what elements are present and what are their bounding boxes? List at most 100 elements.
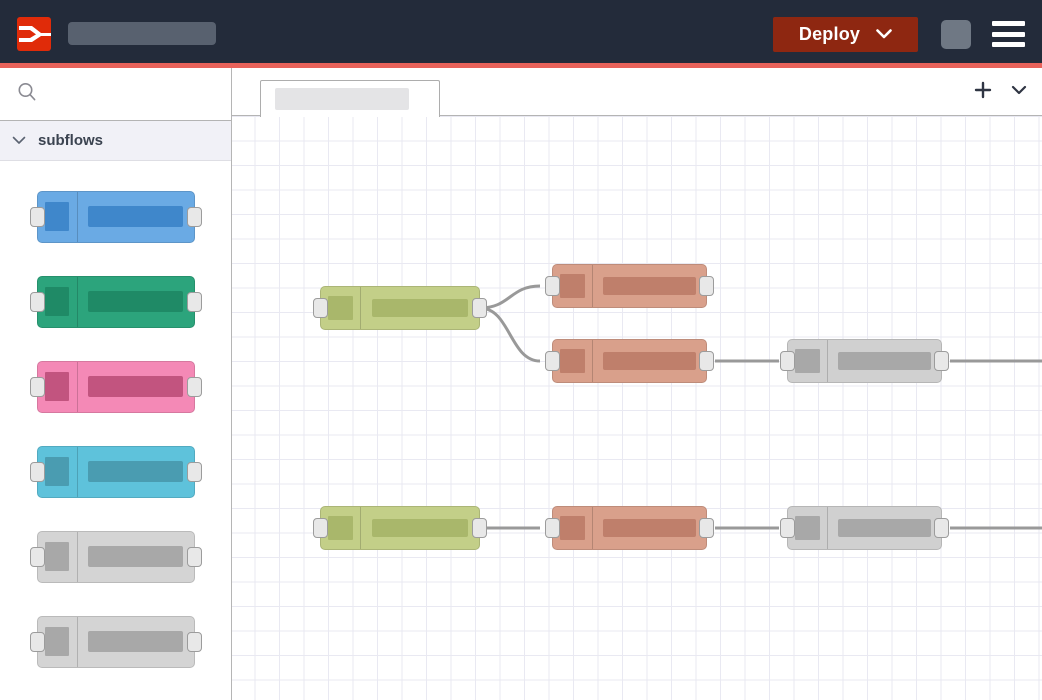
header-accent-line	[0, 63, 1042, 68]
node-output-port[interactable]	[934, 351, 949, 371]
canvas-node-green-bot[interactable]	[313, 506, 487, 550]
flow-canvas[interactable]	[232, 116, 1042, 700]
node-label	[87, 461, 184, 482]
palette-item[interactable]	[0, 259, 231, 344]
app-header: Deploy	[0, 0, 1042, 63]
node-input-port[interactable]	[29, 631, 45, 652]
palette-item[interactable]	[0, 174, 231, 259]
palette-node-list	[0, 161, 231, 684]
node-label	[87, 376, 184, 397]
wire-green-to-salmon-top[interactable]	[479, 284, 541, 310]
workspace	[232, 68, 1042, 700]
node-input-port[interactable]	[29, 206, 45, 227]
chevron-down-icon[interactable]	[1010, 83, 1028, 101]
node-input-port[interactable]	[545, 351, 560, 371]
node-label	[87, 546, 184, 567]
node-label	[87, 206, 184, 227]
canvas-node-salmon-top[interactable]	[545, 264, 714, 308]
node-body	[828, 340, 941, 382]
plus-icon[interactable]	[974, 81, 992, 104]
node-icon-cell	[553, 340, 593, 382]
node-icon-cell	[38, 446, 78, 497]
app-title-placeholder	[68, 22, 216, 45]
canvas-node-gray-bot[interactable]	[780, 506, 949, 550]
palette-item[interactable]	[0, 429, 231, 514]
palette-category-subflows[interactable]: subflows	[0, 121, 231, 161]
node-icon-cell	[321, 287, 361, 329]
flow-tab-active[interactable]	[260, 80, 440, 117]
node-input-port[interactable]	[545, 276, 560, 296]
node-input-port[interactable]	[780, 518, 795, 538]
palette-search-row[interactable]	[0, 68, 231, 121]
node-input-port[interactable]	[29, 376, 45, 397]
chevron-down-icon	[876, 26, 892, 44]
node-output-port[interactable]	[186, 546, 202, 567]
tab-bar-actions	[974, 68, 1028, 116]
node-body	[78, 447, 194, 497]
node-body	[78, 532, 194, 582]
node-type-icon	[44, 457, 70, 486]
node-label	[603, 519, 696, 537]
node-output-port[interactable]	[472, 518, 487, 538]
palette-node-1[interactable]	[29, 190, 202, 243]
node-type-icon	[795, 515, 820, 541]
node-input-port[interactable]	[313, 298, 328, 318]
palette-item[interactable]	[0, 344, 231, 429]
palette-item[interactable]	[0, 514, 231, 599]
palette-node-5[interactable]	[29, 530, 202, 583]
node-type-icon	[560, 273, 585, 299]
node-output-port[interactable]	[699, 276, 714, 296]
canvas-node-salmon-bot[interactable]	[545, 506, 714, 550]
node-input-port[interactable]	[29, 291, 45, 312]
deploy-button[interactable]: Deploy	[773, 17, 918, 52]
node-output-port[interactable]	[934, 518, 949, 538]
node-body	[78, 277, 194, 327]
node-icon-cell	[38, 361, 78, 412]
node-output-port[interactable]	[186, 376, 202, 397]
node-type-icon	[44, 542, 70, 571]
palette-node-6[interactable]	[29, 615, 202, 668]
node-output-port[interactable]	[699, 351, 714, 371]
node-body	[593, 340, 706, 382]
node-body	[828, 507, 941, 549]
node-label	[603, 277, 696, 295]
canvas-node-salmon-mid[interactable]	[545, 339, 714, 383]
node-red-logo-icon[interactable]	[17, 17, 51, 51]
node-type-icon	[328, 515, 353, 541]
node-icon-cell	[38, 531, 78, 582]
node-input-port[interactable]	[545, 518, 560, 538]
node-output-port[interactable]	[472, 298, 487, 318]
node-input-port[interactable]	[29, 546, 45, 567]
canvas-node-gray-mid[interactable]	[780, 339, 949, 383]
node-body	[593, 265, 706, 307]
node-type-icon	[560, 348, 585, 374]
user-menu-button[interactable]	[941, 20, 971, 49]
hamburger-menu-icon[interactable]	[992, 21, 1025, 47]
node-type-icon	[328, 295, 353, 321]
canvas-node-green-top[interactable]	[313, 286, 487, 330]
palette-node-4[interactable]	[29, 445, 202, 498]
node-output-port[interactable]	[186, 206, 202, 227]
node-body	[78, 362, 194, 412]
node-label	[838, 519, 931, 537]
node-label	[87, 631, 184, 652]
palette-sidebar: subflows	[0, 68, 232, 700]
node-body	[361, 507, 479, 549]
node-input-port[interactable]	[780, 351, 795, 371]
node-output-port[interactable]	[186, 291, 202, 312]
wire-green-to-salmon-mid[interactable]	[479, 306, 541, 363]
node-output-port[interactable]	[186, 631, 202, 652]
palette-node-3[interactable]	[29, 360, 202, 413]
node-icon-cell	[553, 507, 593, 549]
node-label	[371, 519, 469, 537]
node-label	[371, 299, 469, 317]
node-output-port[interactable]	[186, 461, 202, 482]
node-icon-cell	[38, 276, 78, 327]
node-output-port[interactable]	[699, 518, 714, 538]
node-input-port[interactable]	[313, 518, 328, 538]
node-icon-cell	[788, 507, 828, 549]
palette-item[interactable]	[0, 599, 231, 684]
palette-node-2[interactable]	[29, 275, 202, 328]
node-input-port[interactable]	[29, 461, 45, 482]
